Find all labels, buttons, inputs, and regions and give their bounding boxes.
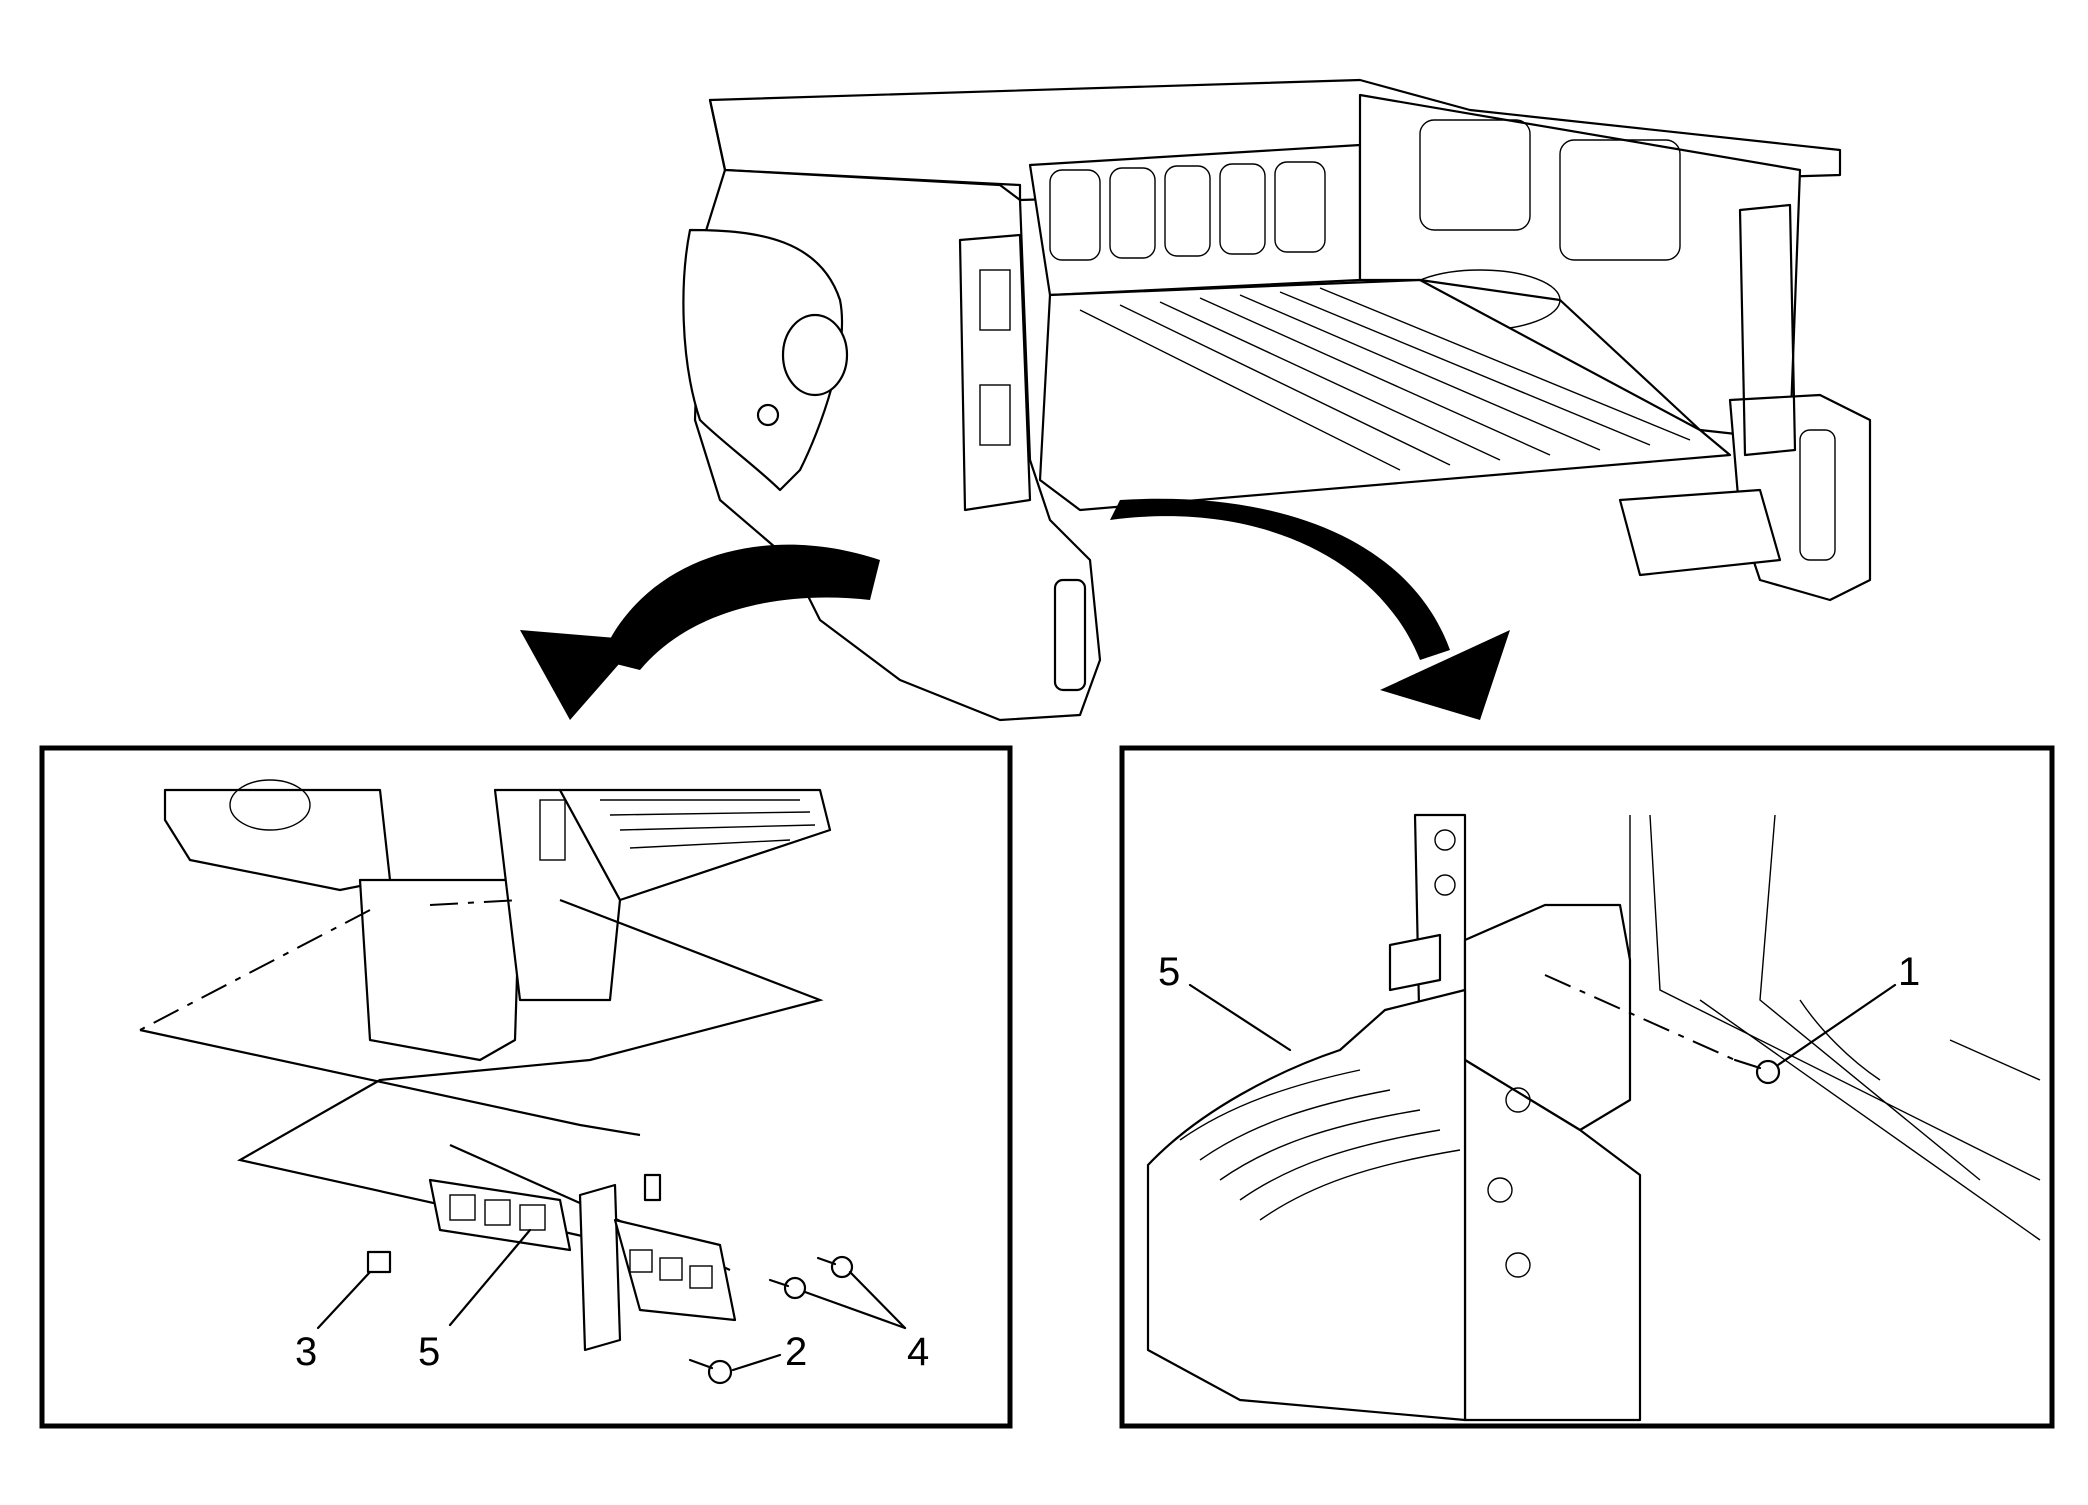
callout-4: 4 bbox=[907, 1330, 929, 1374]
direction-arrows bbox=[520, 498, 1510, 720]
callout-2: 2 bbox=[785, 1330, 807, 1374]
bolt-4a-icon bbox=[768, 1276, 807, 1300]
callout-1: 1 bbox=[1898, 950, 1920, 994]
callout-5: 5 bbox=[418, 1330, 440, 1374]
callout-3: 3 bbox=[295, 1330, 317, 1374]
bolt-2-icon bbox=[688, 1358, 733, 1385]
bolt-4b-icon bbox=[816, 1255, 854, 1279]
right-detail-panel: 1 5 bbox=[1119, 745, 2055, 1429]
pickup-bed-overview bbox=[682, 78, 1872, 722]
bolt-3-icon bbox=[366, 1250, 392, 1274]
bolt-1-icon bbox=[1733, 1058, 1781, 1085]
left-detail-panel: 3 5 2 4 bbox=[39, 745, 1013, 1429]
callout-5-right: 5 bbox=[1158, 950, 1180, 994]
